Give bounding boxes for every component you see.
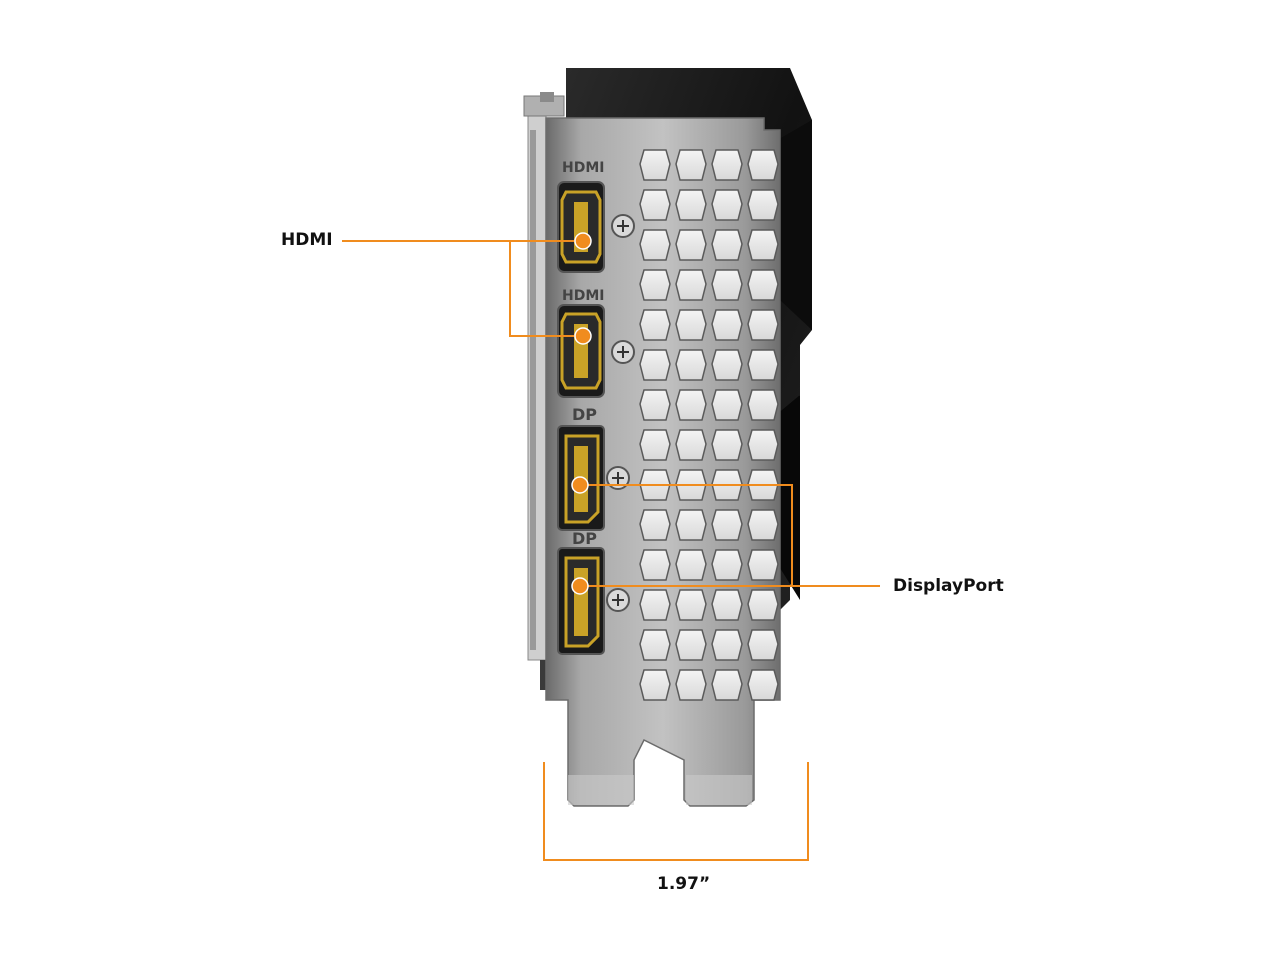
vent-hole	[747, 269, 779, 301]
displayport-callout-dot-2	[571, 577, 589, 595]
screw-1	[611, 214, 635, 238]
vent-hole	[639, 589, 671, 621]
width-dimension-label: 1.97”	[657, 874, 711, 894]
hdmi-callout-dot-2	[574, 327, 592, 345]
bracket-label-hdmi-1: HDMI	[562, 160, 604, 176]
vent-hole	[747, 309, 779, 341]
vent-hole	[639, 269, 671, 301]
vent-hole	[747, 149, 779, 181]
vent-hole	[711, 589, 743, 621]
vent-hole	[675, 629, 707, 661]
port-dp-2	[557, 547, 605, 655]
vent-hole	[639, 149, 671, 181]
hdmi-callout-dot-1	[574, 232, 592, 250]
vent-hole	[639, 629, 671, 661]
vent-hole	[675, 429, 707, 461]
hdmi-callout-lines	[342, 240, 583, 337]
vent-hole	[675, 509, 707, 541]
displayport-callout-label: DisplayPort	[893, 576, 1004, 596]
vent-hole	[711, 509, 743, 541]
bracket-top-tab	[523, 92, 565, 117]
vent-hole	[747, 229, 779, 261]
vent-hole	[675, 309, 707, 341]
vent-hole	[639, 309, 671, 341]
vent-hole	[711, 429, 743, 461]
vent-hole	[747, 429, 779, 461]
vent-hole	[639, 229, 671, 261]
vent-hole	[639, 669, 671, 701]
vent-hole	[711, 349, 743, 381]
vent-hole	[711, 229, 743, 261]
vent-hole	[711, 309, 743, 341]
vent-hole	[675, 149, 707, 181]
vent-hole	[639, 389, 671, 421]
pcb-edge	[527, 99, 548, 690]
width-dimension-line	[543, 762, 809, 861]
vent-hole	[747, 669, 779, 701]
vent-hole	[639, 549, 671, 581]
vent-hole	[747, 589, 779, 621]
bracket-label-dp-1: DP	[572, 405, 597, 424]
displayport-callout-lines	[580, 484, 880, 587]
vent-hole	[675, 189, 707, 221]
vent-hole	[711, 389, 743, 421]
vent-hole	[711, 149, 743, 181]
displayport-callout-dot-1	[571, 476, 589, 494]
vent-hole	[747, 349, 779, 381]
vent-hole	[711, 269, 743, 301]
vent-hole	[675, 229, 707, 261]
bracket-label-dp-2: DP	[572, 529, 597, 548]
bracket-vents	[639, 149, 779, 701]
vent-hole	[675, 389, 707, 421]
port-hdmi-1	[557, 181, 605, 273]
vent-hole	[747, 629, 779, 661]
vent-hole	[747, 509, 779, 541]
vent-hole	[675, 669, 707, 701]
vent-hole	[711, 189, 743, 221]
vent-hole	[675, 349, 707, 381]
screw-4	[606, 588, 630, 612]
hdmi-callout-label: HDMI	[281, 230, 333, 250]
vent-hole	[747, 389, 779, 421]
bracket-label-hdmi-2: HDMI	[562, 288, 604, 304]
vent-hole	[711, 629, 743, 661]
vent-hole	[639, 189, 671, 221]
vent-hole	[711, 669, 743, 701]
screw-2	[611, 340, 635, 364]
vent-hole	[639, 429, 671, 461]
vent-hole	[675, 549, 707, 581]
vent-hole	[711, 549, 743, 581]
vent-hole	[639, 349, 671, 381]
vent-hole	[639, 509, 671, 541]
port-hdmi-2	[557, 304, 605, 398]
vent-hole	[675, 589, 707, 621]
screw-3	[606, 466, 630, 490]
vent-hole	[747, 549, 779, 581]
vent-hole	[747, 189, 779, 221]
vent-hole	[675, 269, 707, 301]
